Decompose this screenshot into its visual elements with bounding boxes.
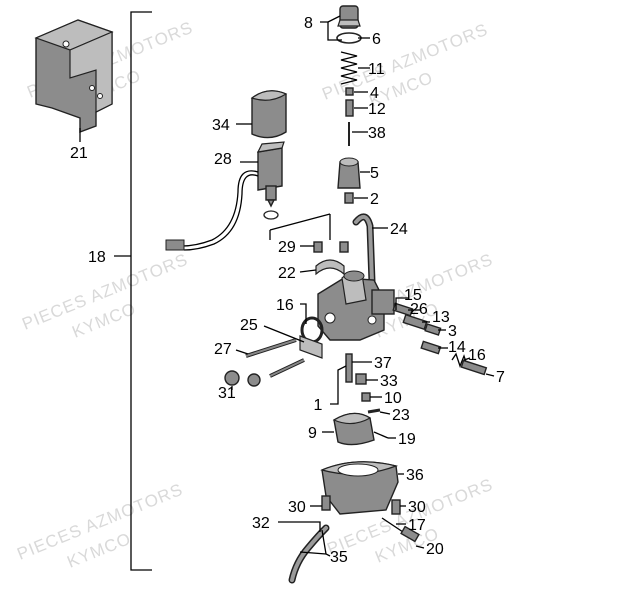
part-10-jet [361,392,371,402]
callout-19: 19 [398,431,416,448]
callout-9: 9 [308,425,317,442]
callout-labels: 1 2 3 4 5 6 7 8 9 10 11 12 13 14 15 16 1… [70,15,505,566]
callout-10: 10 [384,390,402,407]
part-12-needle-holder [345,99,354,117]
callout-1: 1 [314,397,323,414]
part-3-screw [424,323,442,336]
part-26-screw [392,302,414,317]
callout-35: 35 [330,549,348,566]
part-33-jet [355,373,367,385]
callout-28: 28 [214,151,232,168]
callout-33: 33 [380,373,398,390]
part-34-cap [236,90,288,139]
callout-25: 25 [240,317,258,334]
callout-30: 30 [288,499,306,516]
callout-17: 17 [408,517,426,534]
callout-30: 30 [408,499,426,516]
callout-34: 34 [212,117,230,134]
callout-5: 5 [370,165,379,182]
part-14-screw [420,340,442,355]
part-36-float-bowl [320,461,399,515]
leader-lines [231,15,495,557]
part-23-pin [367,408,381,414]
part-21-cover [34,19,114,142]
callout-8: 8 [304,15,313,32]
part-22-clamp [315,259,345,276]
callout-14: 14 [448,339,466,356]
part-31-nut [224,370,261,387]
callout-36: 36 [406,467,424,484]
callout-18: 18 [88,249,106,266]
part-37-tube [345,353,353,383]
callout-21: 21 [70,145,88,162]
part-29-screws [269,213,349,253]
callout-37: 37 [374,355,392,372]
callout-4: 4 [370,85,379,102]
callout-27: 27 [214,341,232,358]
part-30-screws [321,495,401,515]
bracket-18 [114,11,152,571]
callout-32: 32 [252,515,270,532]
part-2-jet [344,192,354,204]
callout-24: 24 [390,221,408,238]
callout-38: 38 [368,125,386,142]
part-25-plate [299,335,323,359]
callout-16: 16 [468,347,486,364]
callout-22: 22 [278,265,296,282]
callout-6: 6 [372,31,381,48]
callout-20: 20 [426,541,444,558]
part-9-float [332,412,389,446]
callout-2: 2 [370,191,379,208]
callout-29: 29 [278,239,296,256]
callout-31: 31 [218,385,236,402]
callout-3: 3 [448,323,457,340]
part-4-clip [345,87,354,96]
part-13-screw [402,313,428,331]
callout-15: 15 [404,287,422,304]
callout-11: 11 [368,61,385,78]
callout-7: 7 [496,369,505,386]
callout-12: 12 [368,101,386,118]
callout-16: 16 [276,297,294,314]
part-11-spring [340,51,358,85]
callout-13: 13 [432,309,450,326]
part-8-top-nut [337,5,361,29]
part-7-screw [460,359,488,376]
part-27-studs [245,338,305,378]
part-32-35-hose [288,524,330,584]
part-6-washer [336,32,362,44]
part-24-hose [352,213,376,286]
callout-23: 23 [392,407,410,424]
callout-26: 26 [410,301,428,318]
carburetor-body [317,270,395,341]
part-17-20-drain [381,517,420,543]
part-5-slide [337,157,361,189]
part-28-auto-choke [165,141,285,251]
